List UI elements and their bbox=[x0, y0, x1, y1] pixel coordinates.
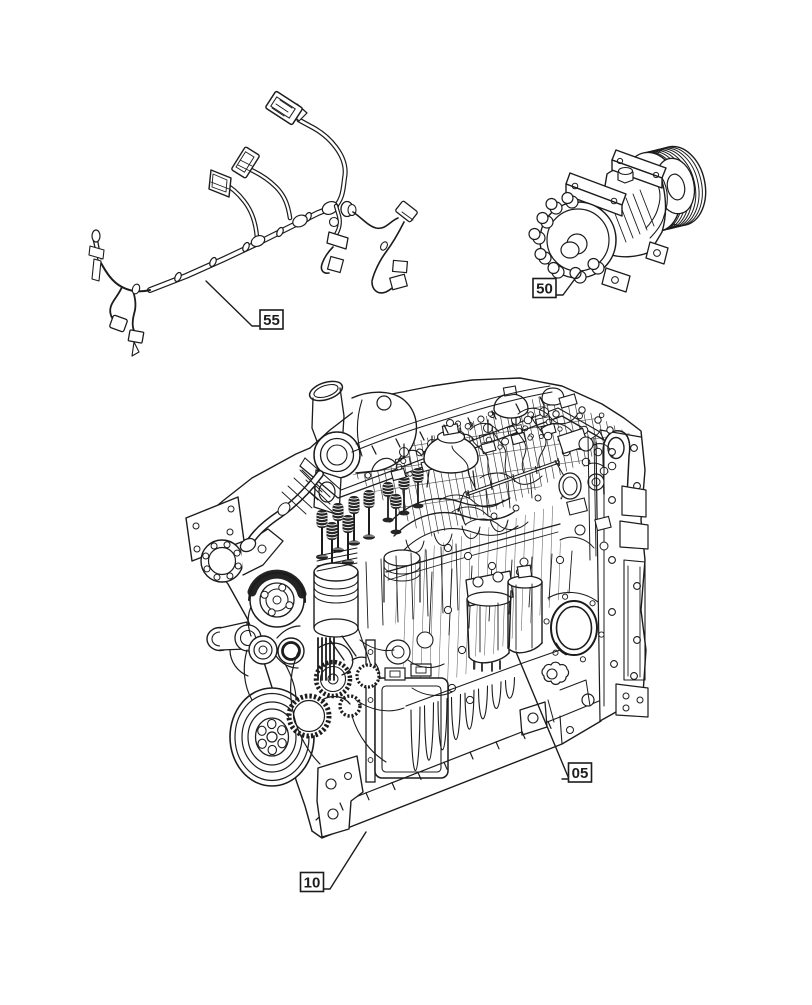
svg-text:50: 50 bbox=[536, 281, 553, 298]
svg-text:55: 55 bbox=[263, 312, 280, 329]
svg-text:05: 05 bbox=[572, 765, 589, 782]
svg-text:10: 10 bbox=[304, 875, 321, 892]
